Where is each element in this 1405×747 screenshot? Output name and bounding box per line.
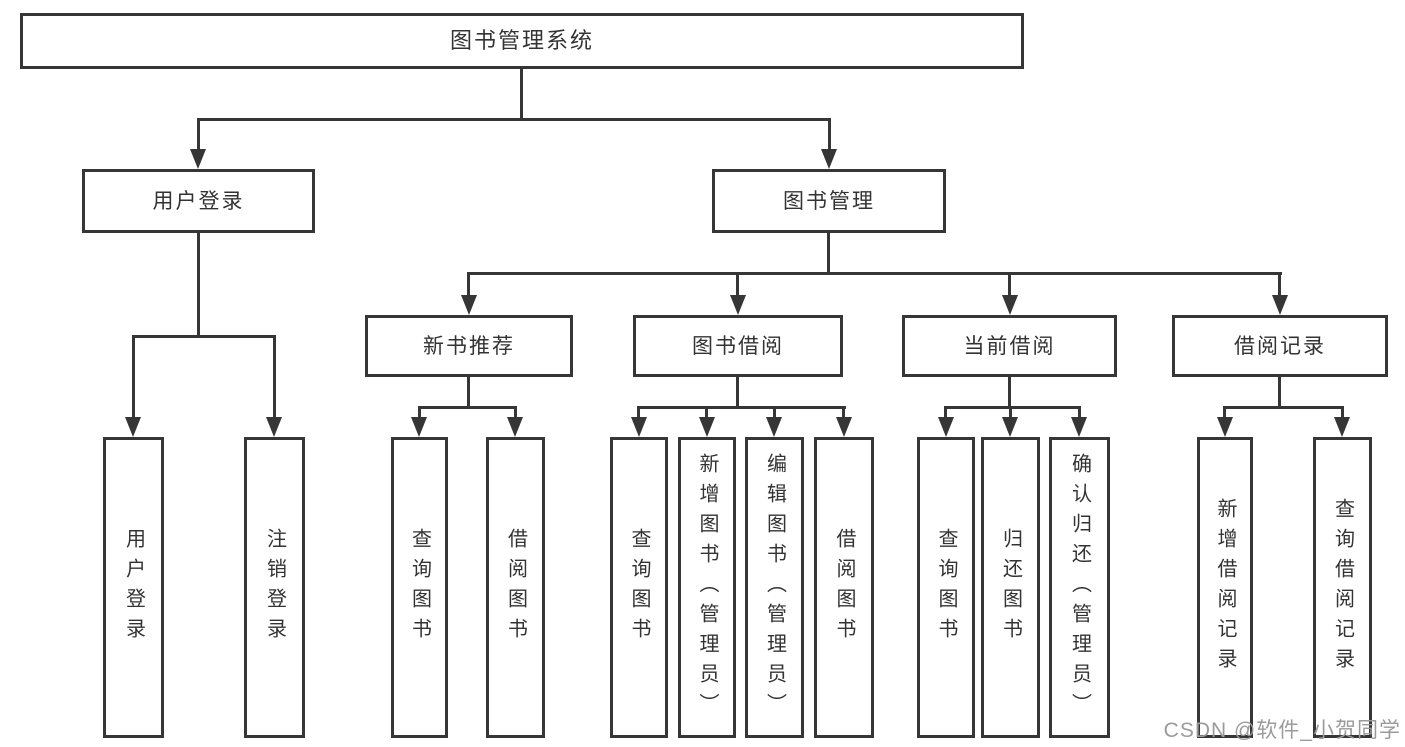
arrow-down-icon	[1272, 295, 1288, 315]
arrow-down-icon	[766, 417, 782, 437]
arrow-down-icon	[1071, 417, 1087, 437]
node-user-login: 用户登录	[82, 169, 315, 233]
arrow-down-icon	[1002, 295, 1018, 315]
connector-line	[520, 69, 523, 118]
connector-line	[736, 377, 739, 406]
leaf-query-books: 查询图书	[917, 437, 975, 738]
connector-line	[842, 406, 845, 420]
connector-line	[467, 377, 470, 406]
connector-line	[773, 406, 776, 420]
connector-line	[1008, 272, 1011, 297]
node-book-management: 图书管理	[712, 169, 946, 233]
leaf-add-books-admin: 新增图书（管理员）	[678, 437, 736, 738]
connector-line	[132, 335, 276, 338]
connector-line	[1278, 377, 1281, 406]
arrow-down-icon	[699, 417, 715, 437]
connector-line	[944, 406, 1081, 409]
connector-line	[468, 272, 1282, 275]
connector-line	[1078, 406, 1081, 420]
connector-line	[1278, 272, 1281, 297]
leaf-borrow-books: 借阅图书	[814, 437, 874, 738]
leaf-edit-books-admin: 编辑图书（管理员）	[745, 437, 804, 738]
leaf-user-login: 用户登录	[103, 437, 164, 738]
connector-line	[197, 233, 200, 335]
leaf-confirm-return-admin: 确认归还（管理员）	[1049, 437, 1110, 738]
arrow-down-icon	[190, 149, 206, 169]
connector-line	[1341, 406, 1344, 420]
connector-line	[705, 406, 708, 420]
arrow-down-icon	[821, 149, 837, 169]
node-root-system: 图书管理系统	[20, 13, 1024, 69]
connector-line	[736, 272, 739, 297]
connector-line	[197, 118, 200, 152]
arrow-down-icon	[1334, 417, 1350, 437]
connector-line	[418, 406, 517, 409]
arrow-down-icon	[411, 417, 427, 437]
leaf-query-books: 查询图书	[610, 437, 668, 738]
leaf-return-books: 归还图书	[981, 437, 1040, 738]
arrow-down-icon	[507, 417, 523, 437]
leaf-logout: 注销登录	[244, 437, 305, 738]
arrow-down-icon	[1217, 417, 1233, 437]
connector-line	[132, 335, 135, 419]
node-new-book-recommend: 新书推荐	[365, 315, 573, 377]
connector-line	[637, 406, 640, 420]
connector-line	[944, 406, 947, 420]
arrow-down-icon	[125, 417, 141, 437]
node-borrow-records: 借阅记录	[1172, 315, 1388, 377]
leaf-query-books: 查询图书	[391, 437, 448, 738]
connector-line	[1008, 377, 1011, 406]
node-current-borrow: 当前借阅	[902, 315, 1117, 377]
leaf-add-borrow-record: 新增借阅记录	[1197, 437, 1253, 738]
connector-line	[467, 272, 470, 297]
connector-line	[273, 335, 276, 419]
connector-line	[197, 118, 831, 121]
connector-line	[828, 118, 831, 152]
arrow-down-icon	[1002, 417, 1018, 437]
connector-line	[514, 406, 517, 420]
arrow-down-icon	[461, 295, 477, 315]
leaf-borrow-books: 借阅图书	[486, 437, 545, 738]
connector-line	[827, 233, 830, 272]
node-book-borrow: 图书借阅	[633, 315, 843, 377]
arrow-down-icon	[631, 417, 647, 437]
arrow-down-icon	[938, 417, 954, 437]
connector-line	[1223, 406, 1344, 409]
arrow-down-icon	[836, 417, 852, 437]
csdn-watermark: CSDN @软件_小贺同学	[1163, 719, 1401, 742]
connector-line	[637, 406, 846, 409]
arrow-down-icon	[266, 417, 282, 437]
connector-line	[1009, 406, 1012, 420]
leaf-query-borrow-record: 查询借阅记录	[1313, 437, 1372, 738]
arrow-down-icon	[730, 295, 746, 315]
connector-line	[418, 406, 421, 420]
connector-line	[1223, 406, 1226, 420]
